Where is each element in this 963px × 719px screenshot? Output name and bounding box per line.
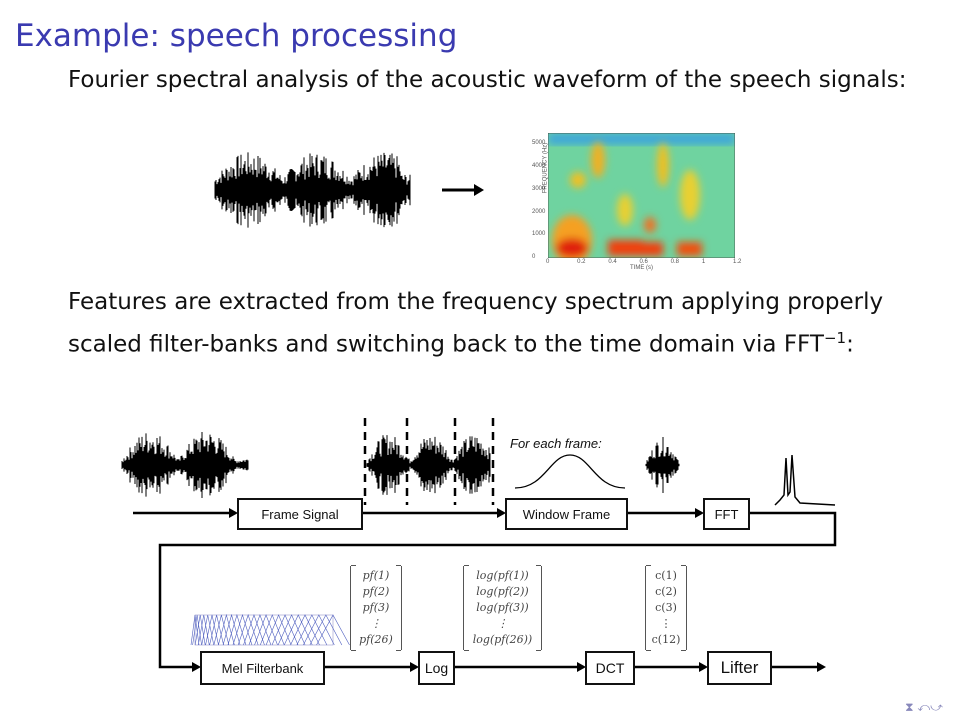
windowed-frame-waveform (645, 437, 680, 493)
frame-dividers (363, 418, 495, 505)
filter-triangle (316, 614, 350, 646)
filter-triangle (296, 614, 328, 646)
vector-entry: ⋮ (370, 617, 382, 630)
paragraph-fourier: Fourier spectral analysis of the acousti… (68, 67, 907, 93)
filter-triangle (283, 614, 313, 646)
speech-waveform (214, 152, 411, 228)
x-tick-label: 0.2 (577, 259, 586, 265)
y-tick-label: 4000 (532, 163, 546, 170)
mel-filterbank-box: Mel Filterbank (200, 651, 325, 685)
vector-entry: log(pf(1)) (476, 569, 529, 582)
waveform-trace (645, 437, 680, 493)
vector-entry: log(pf(2)) (476, 585, 529, 598)
filter-triangle (303, 614, 335, 646)
filter-triangle (218, 613, 235, 646)
vector-entry: pf(1) (362, 569, 390, 582)
vector-entry: pf(3) (362, 601, 390, 614)
vector-entry: c(3) (655, 601, 677, 614)
waveform-trace (121, 431, 249, 499)
for-each-frame-label: For each frame: (510, 436, 602, 451)
y-tick-label: 0 (532, 254, 536, 260)
framed-waveform (366, 435, 491, 495)
c-vector: c(1) c(2) c(3) ⋮ c(12) (645, 565, 687, 651)
x-tick-label: 1 (701, 259, 706, 265)
filter-triangle (265, 614, 292, 646)
pf-vector: pf(1) pf(2) pf(3) ⋮ pf(26) (350, 565, 402, 651)
superscript: −1 (823, 329, 847, 347)
dct-box: DCT (585, 651, 635, 685)
filter-triangle (290, 614, 320, 646)
filter-triangle (277, 614, 306, 646)
x-tick-label: 0.8 (670, 259, 679, 265)
vector-entry: ⋮ (660, 617, 672, 630)
vector-entry: pf(2) (362, 585, 390, 598)
slide-title: Example: speech processing (15, 18, 458, 54)
vector-entry: log(pf(3)) (476, 601, 529, 614)
arrowheads (192, 508, 826, 672)
spectrogram-xlabel: TIME (s) (630, 265, 653, 271)
filter-triangle (209, 614, 224, 646)
fft-spectrum (774, 454, 836, 506)
y-tick-label: 2000 (532, 208, 546, 215)
window-frame-box: Window Frame (505, 498, 628, 530)
log-box: Log (418, 651, 455, 685)
filter-triangle (232, 614, 253, 646)
filter-triangle (213, 614, 230, 646)
x-tick-label: 0.4 (608, 259, 617, 265)
vector-entry: ⋮ (497, 617, 508, 630)
filter-triangle (309, 614, 343, 646)
filter-triangle (243, 614, 265, 646)
filter-triangle (248, 614, 272, 646)
vector-entry: c(12) (651, 633, 681, 646)
frame-signal-box: Frame Signal (237, 498, 363, 530)
spectrogram (548, 133, 735, 258)
y-tick-label: 1000 (532, 231, 546, 238)
waveform-trace (366, 435, 491, 495)
filter-triangle (259, 614, 285, 646)
log-vector: log(pf(1)) log(pf(2)) log(pf(3)) ⋮ log(p… (463, 565, 542, 651)
diagram-lines (133, 511, 837, 669)
waveform-trace (214, 152, 411, 228)
filter-triangle (222, 613, 241, 646)
vector-entry: pf(26) (359, 633, 393, 646)
arrow-right-icon (442, 184, 484, 196)
hamming-window-curve (514, 454, 626, 489)
mel-filterbank-graphic (190, 613, 350, 646)
x-tick-label: 0 (546, 259, 550, 265)
input-waveform (121, 431, 249, 499)
filter-triangle (271, 614, 299, 646)
filter-triangle (205, 614, 219, 646)
beamer-navigation[interactable]: ⧗ ⤺⤻ (905, 700, 943, 714)
filter-triangle (237, 614, 259, 646)
lifter-box: Lifter (707, 651, 772, 685)
filter-triangle (227, 613, 247, 646)
x-tick-label: 1.2 (733, 259, 742, 265)
y-tick-label: 5000 (532, 140, 546, 147)
vector-entry: log(pf(26)) (472, 633, 533, 646)
fft-box: FFT (703, 498, 750, 530)
paragraph-features: Features are extracted from the frequenc… (68, 284, 948, 363)
filter-triangle (254, 614, 278, 646)
filter-triangle (190, 614, 200, 646)
vector-entry: c(2) (655, 585, 677, 598)
y-tick-label: 3000 (532, 185, 546, 192)
vector-entry: c(1) (655, 569, 677, 582)
x-tick-label: 0.6 (639, 259, 648, 265)
filter-triangle (201, 614, 215, 646)
paragraph-end: : (846, 331, 854, 358)
filter-triangle (197, 614, 210, 646)
paragraph-text: Features are extracted from the frequenc… (68, 289, 884, 358)
